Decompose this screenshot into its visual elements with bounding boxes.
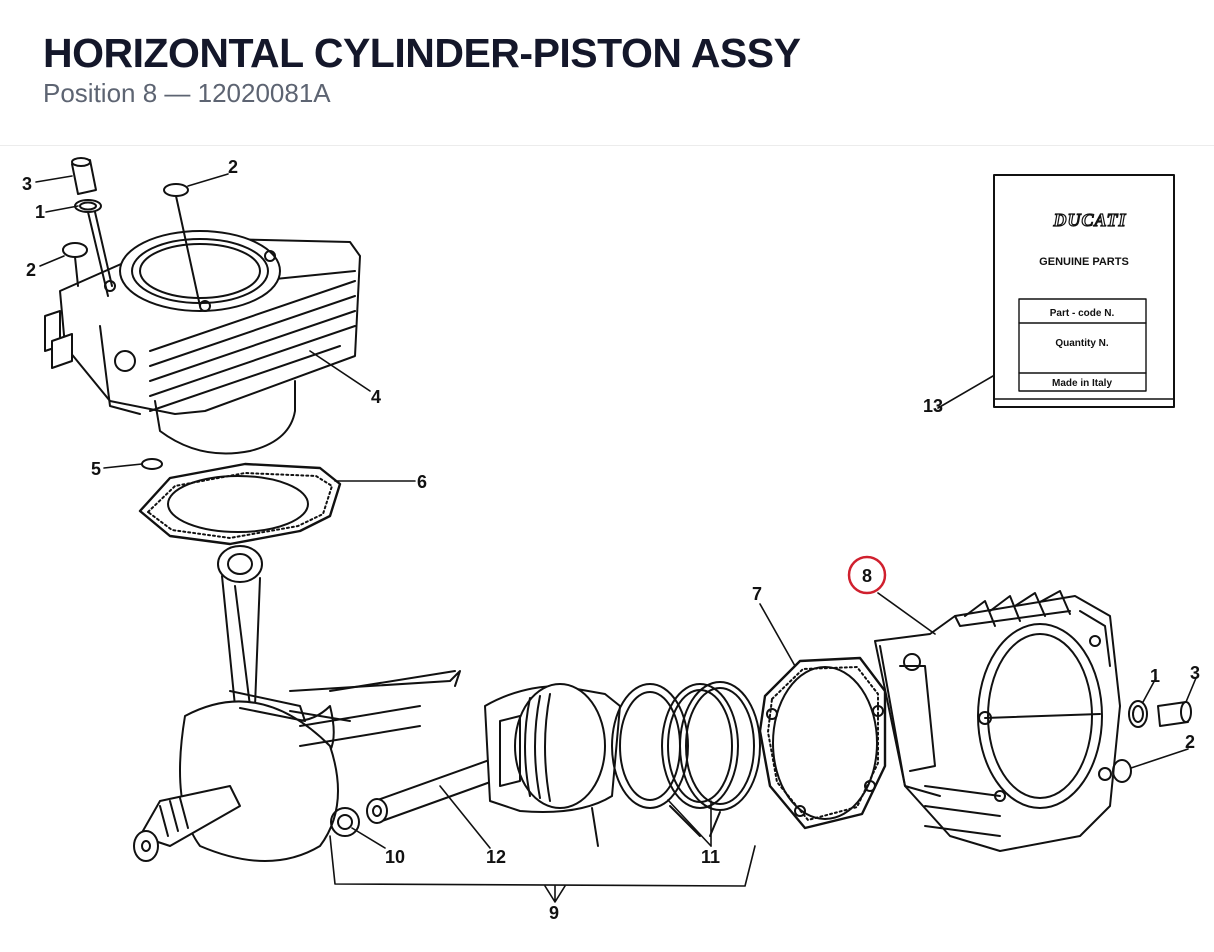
base-gasket-drawing-6 — [138, 462, 342, 546]
piston-drawing — [484, 683, 621, 847]
leader-lines — [35, 173, 1197, 903]
horizontal-cylinder-drawing — [874, 590, 1121, 852]
callout-2-left[interactable]: 2 — [26, 260, 36, 280]
bushing-drawing-top — [62, 157, 201, 307]
vertical-cylinder-drawing — [44, 230, 361, 455]
callout-2-top[interactable]: 2 — [228, 157, 238, 177]
crankshaft-drawing — [133, 545, 756, 887]
callout-3-top[interactable]: 3 — [22, 174, 32, 194]
o-ring-drawing-5 — [141, 458, 163, 470]
genuine-parts-package — [993, 174, 1175, 408]
callout-1-top[interactable]: 1 — [35, 202, 45, 222]
callout-8-selected[interactable]: 8 — [847, 555, 887, 595]
package-tagline: GENUINE PARTS — [1039, 256, 1129, 268]
callout-labels: 3 1 2 2 4 5 6 7 13 10 12 11 9 1 3 2 — [22, 157, 1200, 923]
exploded-parts-diagram: DUCATI GENUINE PARTS Part - code N. Quan… — [0, 146, 1214, 952]
callout-4[interactable]: 4 — [371, 387, 381, 407]
package-part-code-field: Part - code N. — [1050, 308, 1115, 319]
callout-6[interactable]: 6 — [417, 472, 427, 492]
page-title: HORIZONTAL CYLINDER-PISTON ASSY — [43, 30, 801, 76]
callout-8: 8 — [862, 566, 872, 586]
callout-10[interactable]: 10 — [385, 847, 405, 867]
package-brand: DUCATI — [1052, 210, 1126, 230]
callout-12[interactable]: 12 — [486, 847, 506, 867]
package-quantity-field: Quantity N. — [1055, 338, 1109, 349]
callout-11[interactable]: 11 — [701, 847, 720, 867]
callout-2-right[interactable]: 2 — [1185, 732, 1195, 752]
page-subtitle: Position 8 — 12020081A — [43, 78, 331, 108]
callout-7[interactable]: 7 — [752, 584, 762, 604]
piston-rings-drawing-11 — [611, 681, 761, 837]
callout-13[interactable]: 13 — [923, 396, 943, 416]
selection-ring — [847, 555, 887, 595]
right-fittings-drawing — [1112, 700, 1192, 783]
callout-5[interactable]: 5 — [91, 459, 101, 479]
page-header: HORIZONTAL CYLINDER-PISTON ASSY Position… — [0, 0, 1214, 146]
callout-9[interactable]: 9 — [549, 903, 559, 923]
callout-3-right[interactable]: 3 — [1190, 663, 1200, 683]
callout-1-right[interactable]: 1 — [1150, 666, 1160, 686]
package-origin-field: Made in Italy — [1052, 378, 1112, 389]
piston-pin-drawing-12 — [366, 757, 508, 824]
cylinder-gasket-drawing-7 — [758, 656, 887, 830]
